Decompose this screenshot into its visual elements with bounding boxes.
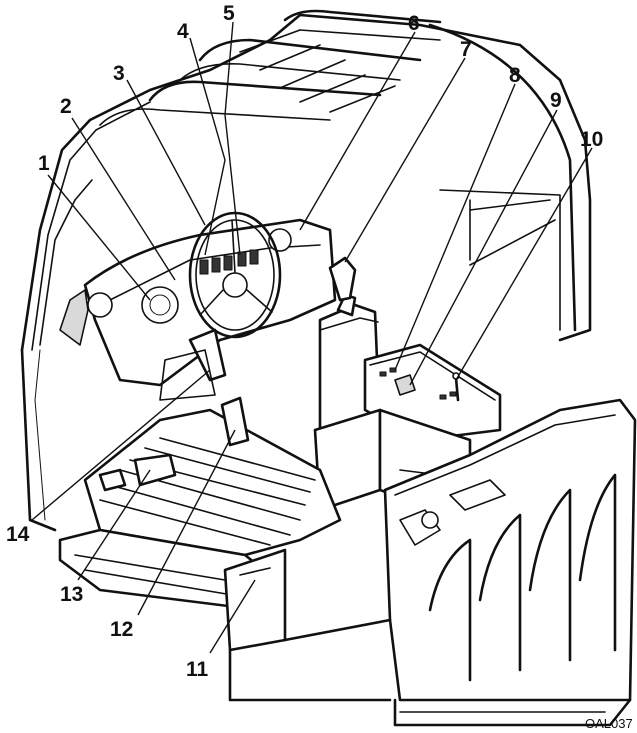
callout-13: 13 (60, 583, 83, 606)
figure-id-label: OAL037 (585, 716, 633, 731)
leader-lines (31, 21, 593, 654)
callout-2: 2 (60, 95, 72, 118)
callout-12: 12 (110, 618, 133, 641)
gauge-left-icon (141, 286, 179, 324)
callout-labels: 1 2 3 4 5 6 7 8 9 10 11 12 13 14 (6, 2, 603, 681)
callout-5: 5 (223, 2, 235, 25)
callout-11: 11 (186, 658, 209, 681)
vent-left-icon (87, 292, 113, 318)
callout-6: 6 (408, 12, 420, 35)
callout-1: 1 (38, 152, 50, 175)
callout-7: 7 (460, 38, 472, 61)
cab-floor (58, 396, 392, 702)
callout-4: 4 (177, 20, 189, 43)
callout-14: 14 (6, 523, 30, 546)
joystick-handle-icon (328, 256, 357, 302)
callout-3: 3 (113, 62, 125, 85)
fuel-cap-icon (421, 511, 439, 529)
pedal-12-icon (220, 396, 250, 447)
callout-10: 10 (580, 128, 603, 151)
callout-8: 8 (509, 64, 521, 87)
callout-9: 9 (550, 89, 562, 112)
fender (383, 398, 637, 727)
